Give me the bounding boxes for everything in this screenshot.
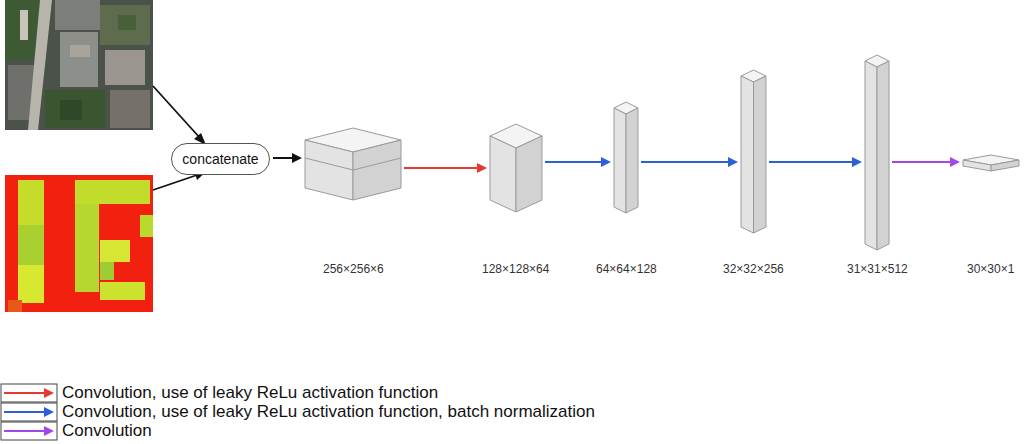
height-map <box>5 175 153 312</box>
cuboid-shape <box>614 102 638 213</box>
feature-map-block: 256×256×6 <box>305 128 401 200</box>
dimension-label: 64×64×128 <box>596 262 657 276</box>
feature-map-block: 128×128×64 <box>490 124 542 212</box>
feature-map-block: 32×32×256 <box>741 70 766 233</box>
operation-box: concatenate <box>171 143 270 175</box>
feature-map-block: 30×30×1 <box>963 155 1019 171</box>
flow-arrow <box>404 163 487 173</box>
cuboid-shape <box>963 155 1019 171</box>
legend-samples <box>1 384 57 440</box>
flow-arrow <box>545 157 611 167</box>
flow-arrow <box>641 157 738 167</box>
cuboid-shape <box>305 128 401 200</box>
dimension-label: 32×32×256 <box>723 262 784 276</box>
cuboid-shape <box>865 55 889 250</box>
legend-text: Convolution, use of leaky ReLu activatio… <box>62 383 438 403</box>
dimension-label: 256×256×6 <box>323 262 384 276</box>
cuboid-shape <box>490 124 542 212</box>
feature-map-block: 31×31×512 <box>865 55 889 250</box>
aerial-image <box>5 0 153 130</box>
feature-map-block: 64×64×128 <box>614 102 638 213</box>
dimension-label: 31×31×512 <box>847 262 908 276</box>
dimension-label: 128×128×64 <box>482 262 549 276</box>
operation-label: concatenate <box>182 151 258 167</box>
dimension-label: 30×30×1 <box>967 262 1014 276</box>
flow-arrow <box>769 157 862 167</box>
flow-arrow <box>892 157 960 167</box>
flow-arrow <box>273 153 302 163</box>
legend-text: Convolution <box>62 421 152 441</box>
legend-text: Convolution, use of leaky ReLu activatio… <box>62 402 595 422</box>
cuboid-shape <box>741 70 766 233</box>
